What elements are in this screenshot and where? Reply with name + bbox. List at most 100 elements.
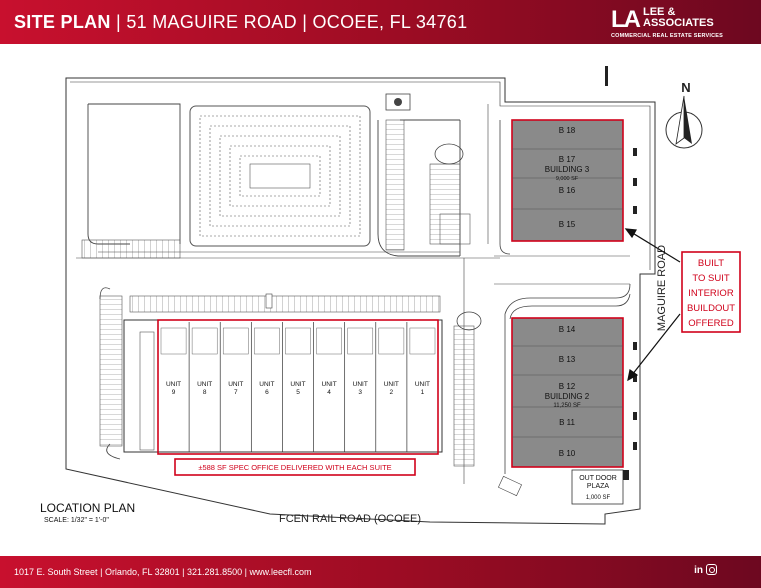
instagram-icon[interactable] [706, 564, 717, 575]
footer-address: 1017 E. South Street [14, 567, 98, 577]
outdoor-plaza [498, 469, 629, 505]
b3-bay-16: B 16 [559, 186, 576, 195]
footer-city: Orlando, FL 32801 [104, 567, 180, 577]
maguire-road-label: MAGUIRE ROAD [656, 245, 668, 331]
unit-label: UNIT [290, 381, 305, 388]
b2-area: 11,250 SF [553, 403, 581, 409]
footer-contact: 1017 E. South Street | Orlando, FL 32801… [14, 567, 311, 577]
b3-area: 9,000 SF [556, 176, 579, 182]
unit-label: UNIT [166, 381, 181, 388]
site-plan-drawing: B 18 B 17 BUILDING 3 9,000 SF B 16 B 15 … [40, 66, 741, 525]
unit-number: 9 [172, 389, 176, 396]
footer-banner: 1017 E. South Street | Orlando, FL 32801… [0, 556, 761, 588]
unit-office [254, 327, 280, 355]
footer-website[interactable]: www.leecfl.com [249, 567, 312, 577]
unit-office [160, 327, 187, 355]
unit-office [285, 327, 311, 355]
unit-office [347, 327, 374, 355]
unit-number: 3 [358, 389, 362, 396]
building-2 [511, 317, 624, 468]
callout-line-4: BUILDOUT [687, 303, 735, 314]
property-boundary [65, 77, 656, 525]
location-plan-scale: SCALE: 1/32" = 1'-0" [44, 517, 109, 524]
retention-pond [189, 105, 371, 247]
building-drives [499, 120, 631, 474]
title-sep-1: | [116, 12, 122, 32]
plaza-line-1: OUT DOOR [579, 475, 617, 482]
unit-number: 1 [421, 389, 425, 396]
unit-number: 5 [296, 389, 300, 396]
b3-bay-18: B 18 [559, 126, 576, 135]
b3-bay-17: B 17 [559, 155, 576, 164]
unit-office [191, 327, 218, 355]
building-3 [511, 119, 624, 242]
road-markers [605, 66, 637, 450]
callout-box [681, 251, 741, 333]
footer-sep-1: | [100, 567, 103, 577]
plaza-labels: OUT DOOR PLAZA 1,000 SF [579, 475, 617, 501]
title-sep-2: | [302, 12, 308, 32]
unit-dividers [160, 322, 436, 452]
b2-bay-11: B 11 [559, 418, 575, 427]
unit-label: UNIT [415, 381, 430, 388]
logo-mark: LA [611, 6, 641, 33]
callout-line-1: BUILT [698, 258, 724, 269]
b2-bay-13: B 13 [559, 355, 576, 364]
unit-number: 4 [327, 389, 331, 396]
b2-bay-10: B 10 [559, 449, 576, 458]
flex-building [123, 319, 443, 455]
callout-line-5: OFFERED [688, 318, 734, 329]
building-2-labels: B 14 B 13 B 12 BUILDING 2 11,250 SF B 11… [545, 325, 590, 458]
north-arrow [665, 95, 703, 149]
parking-stalls [81, 119, 475, 467]
unit-label: UNIT [322, 381, 337, 388]
unit-office [222, 327, 249, 355]
unit-number: 7 [234, 389, 238, 396]
unit-label: UNIT [384, 381, 399, 388]
linkedin-icon[interactable]: in [694, 565, 703, 576]
footer-sep-2: | [182, 567, 185, 577]
unit-office [316, 327, 342, 355]
logo-name-line1: LEE & [643, 6, 676, 18]
title-site-plan: SITE PLAN [14, 12, 111, 32]
fcen-road-label: FCEN RAIL ROAD (OCOEE) [279, 513, 421, 525]
logo-name: LEE &ASSOCIATES [643, 7, 714, 29]
utility-marker [265, 93, 411, 309]
spec-office-note: ±588 SF SPEC OFFICE DELIVERED WITH EACH … [198, 463, 391, 472]
unit-labels: UNIT9UNIT8UNIT7UNIT6UNIT5UNIT4UNIT3UNIT2… [166, 381, 430, 396]
unit-number: 2 [390, 389, 394, 396]
unit-office [378, 327, 405, 355]
page-title: SITE PLAN | 51 MAGUIRE ROAD | OCOEE, FL … [14, 12, 467, 33]
header-banner: SITE PLAN | 51 MAGUIRE ROAD | OCOEE, FL … [0, 0, 761, 44]
b2-bay-14: B 14 [559, 325, 576, 334]
title-city: OCOEE, FL 34761 [312, 12, 468, 32]
unit-label: UNIT [353, 381, 368, 388]
landscape-islands [99, 143, 482, 460]
footer-sep-3: | [244, 567, 247, 577]
callout-text: BUILT TO SUIT INTERIOR BUILDOUT OFFERED [687, 258, 735, 329]
unit-office [409, 327, 436, 355]
spec-office-box [174, 458, 416, 476]
logo-tagline: COMMERCIAL REAL ESTATE SERVICES [611, 33, 724, 39]
plaza-line-2: PLAZA [587, 483, 610, 490]
unit-number: 6 [265, 389, 269, 396]
unit-label: UNIT [197, 381, 212, 388]
plaza-area: 1,000 SF [586, 495, 611, 501]
unit-label: UNIT [259, 381, 274, 388]
compass-label: N [681, 80, 690, 95]
b2-bay-12: B 12 [559, 382, 576, 391]
b2-name: BUILDING 2 [545, 392, 590, 401]
b3-bay-15: B 15 [559, 220, 576, 229]
unit-number: 8 [203, 389, 207, 396]
callout-line-2: TO SUIT [692, 273, 729, 284]
lee-associates-logo: LA LEE &ASSOCIATES COMMERCIAL REAL ESTAT… [611, 4, 753, 40]
callout-arrows [624, 228, 681, 382]
b3-name: BUILDING 3 [545, 165, 590, 174]
title-street: 51 MAGUIRE ROAD [126, 12, 297, 32]
location-plan-title: LOCATION PLAN [40, 501, 135, 515]
logo-name-line2: ASSOCIATES [643, 17, 714, 29]
footer-phone: 321.281.8500 [187, 567, 243, 577]
building-3-labels: B 18 B 17 BUILDING 3 9,000 SF B 16 B 15 [545, 126, 590, 229]
unit-label: UNIT [228, 381, 243, 388]
callout-line-3: INTERIOR [688, 288, 734, 299]
